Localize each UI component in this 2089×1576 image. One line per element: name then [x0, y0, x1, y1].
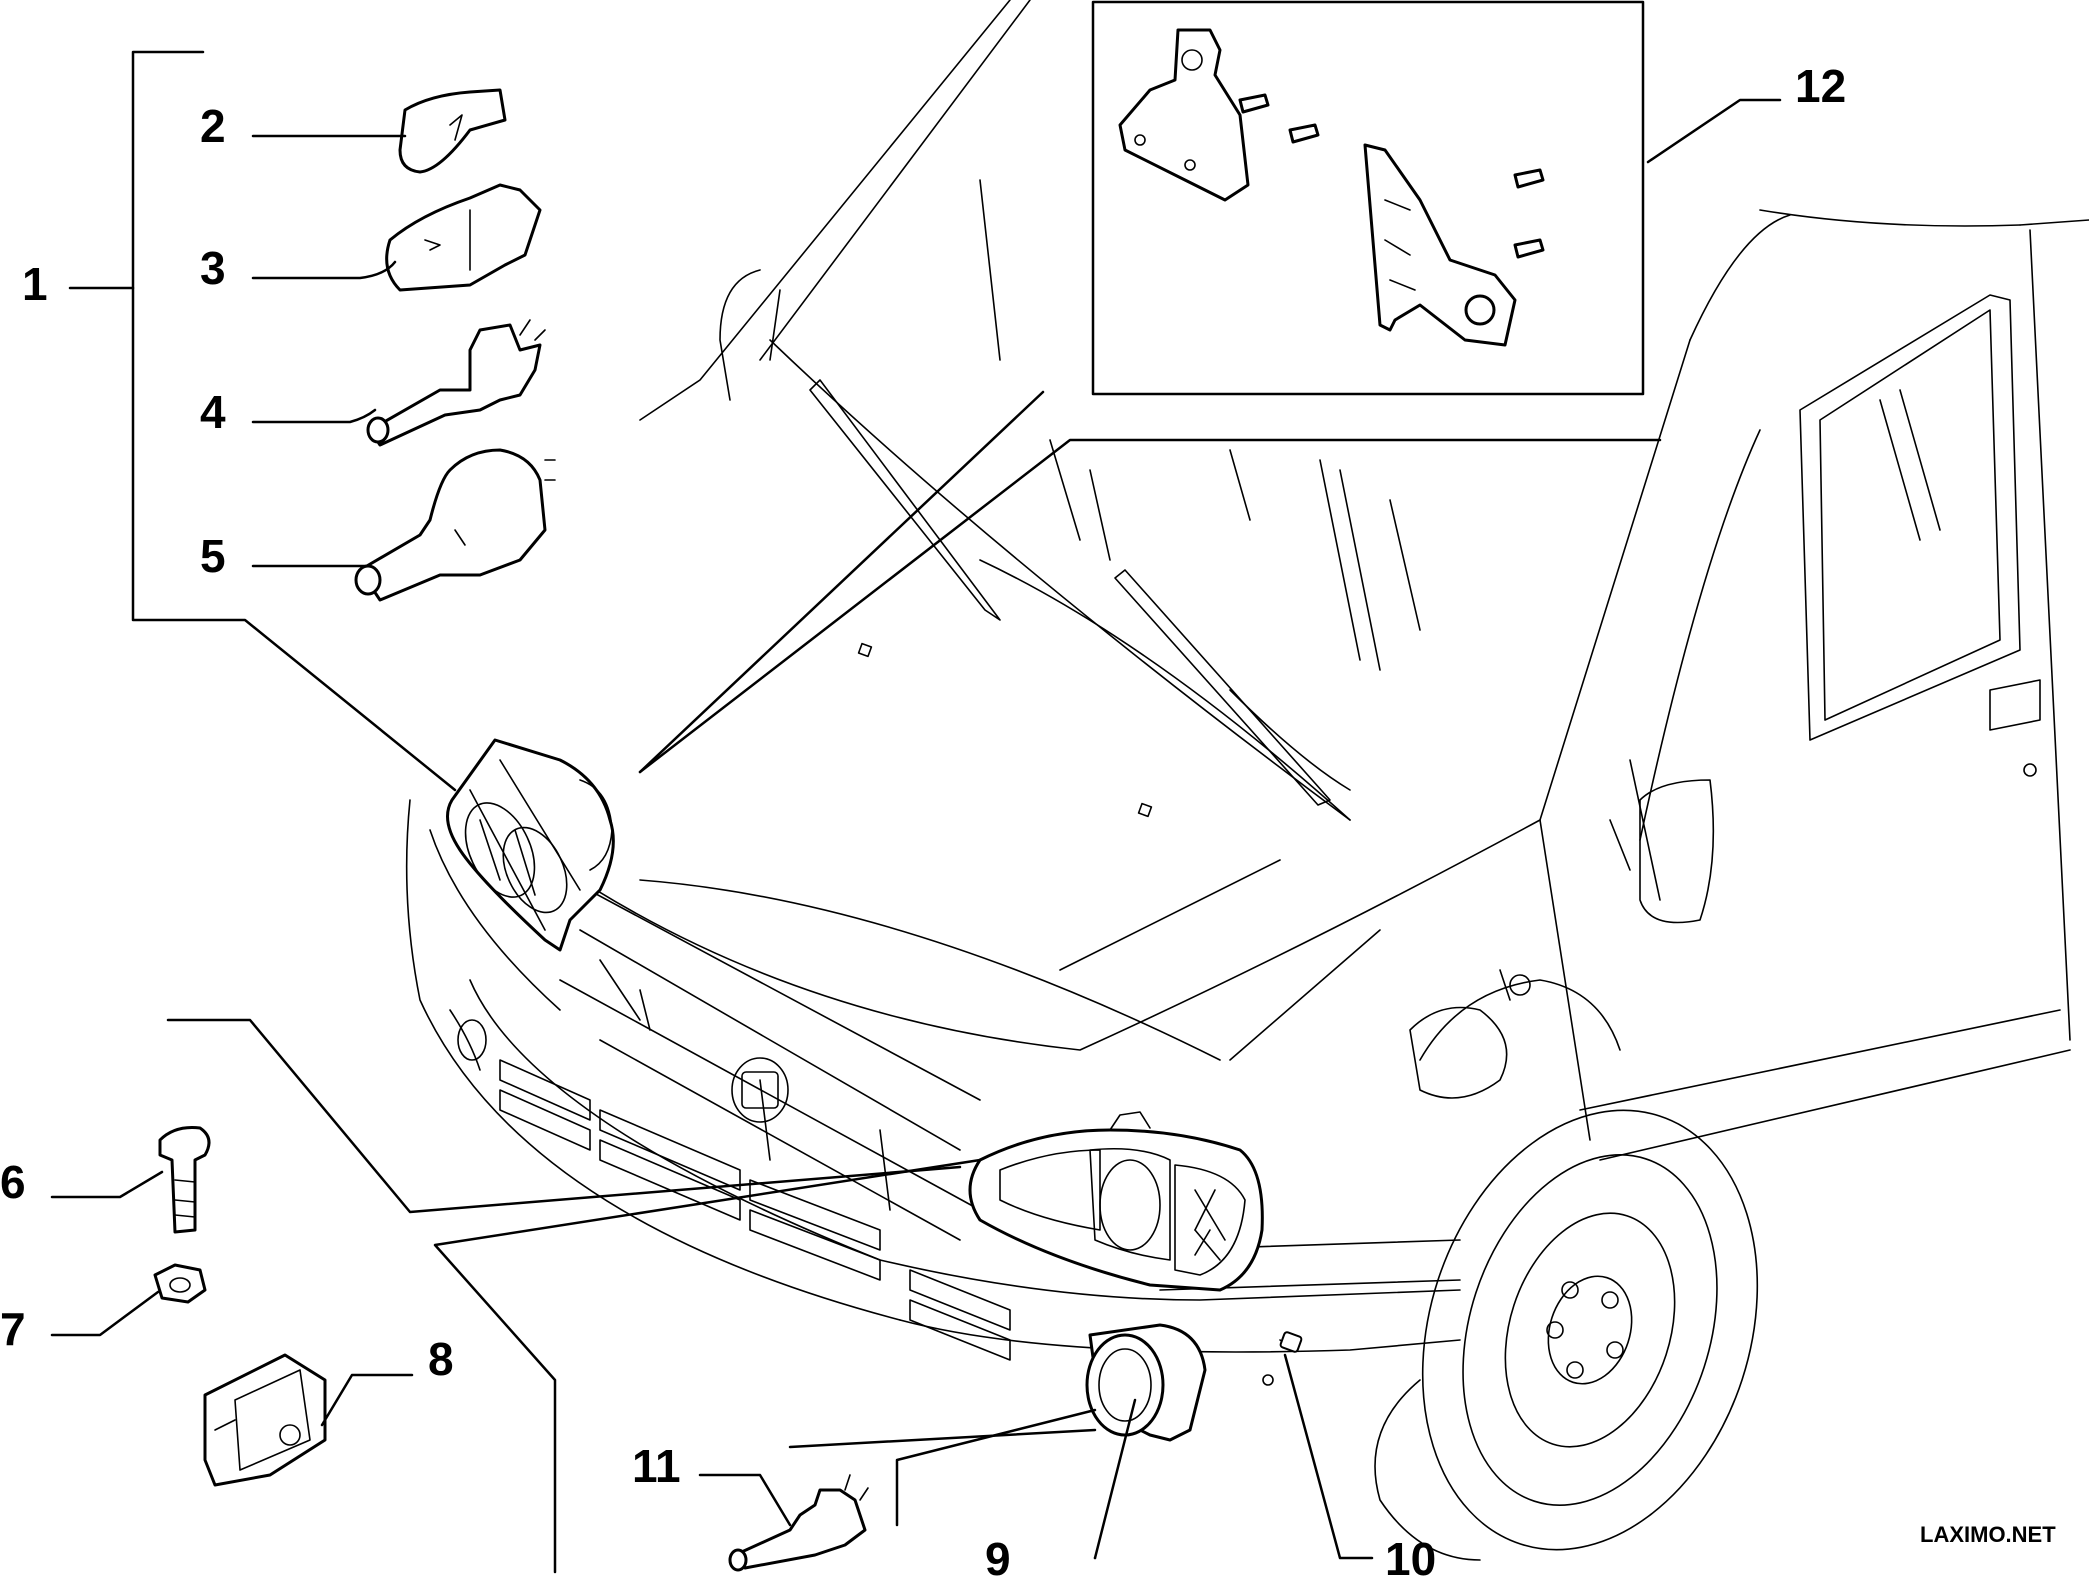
callout-11: 11: [632, 1440, 681, 1492]
watermark: LAXIMO.NET: [1920, 1522, 2056, 1547]
callout-4: 4: [200, 386, 226, 438]
callout-2: 2: [200, 100, 226, 152]
bulb-5: [354, 448, 556, 602]
bulb-3: [385, 183, 542, 292]
callout-10: 10: [1385, 1533, 1436, 1576]
callout-9: 9: [985, 1533, 1011, 1576]
callout-8: 8: [428, 1333, 454, 1385]
callout-1: 1: [22, 258, 48, 310]
callout-6: 6: [0, 1156, 26, 1208]
callout-labels: 1 2 3 4 5 6 7 8 9 10 11 12 LAXIMO.NET: [0, 60, 2056, 1576]
headlamp-lower: [968, 1111, 1264, 1292]
leader-lines: [50, 50, 1782, 1574]
callout-7: 7: [0, 1303, 26, 1355]
van-outline: [405, 0, 2089, 1561]
headlamp-upper: [446, 738, 615, 952]
bulb-2: [398, 88, 507, 174]
bolt-6: [158, 1126, 211, 1234]
bulb-11: [728, 1474, 869, 1572]
bulb-4: [366, 319, 546, 447]
fog-lamp: [1085, 1323, 1207, 1442]
callout-5: 5: [200, 530, 226, 582]
callout-12: 12: [1795, 60, 1846, 112]
inset-12: [1091, 0, 1645, 396]
callout-3: 3: [200, 242, 226, 294]
nut-7: [153, 1263, 207, 1304]
clip-8: [203, 1353, 327, 1487]
